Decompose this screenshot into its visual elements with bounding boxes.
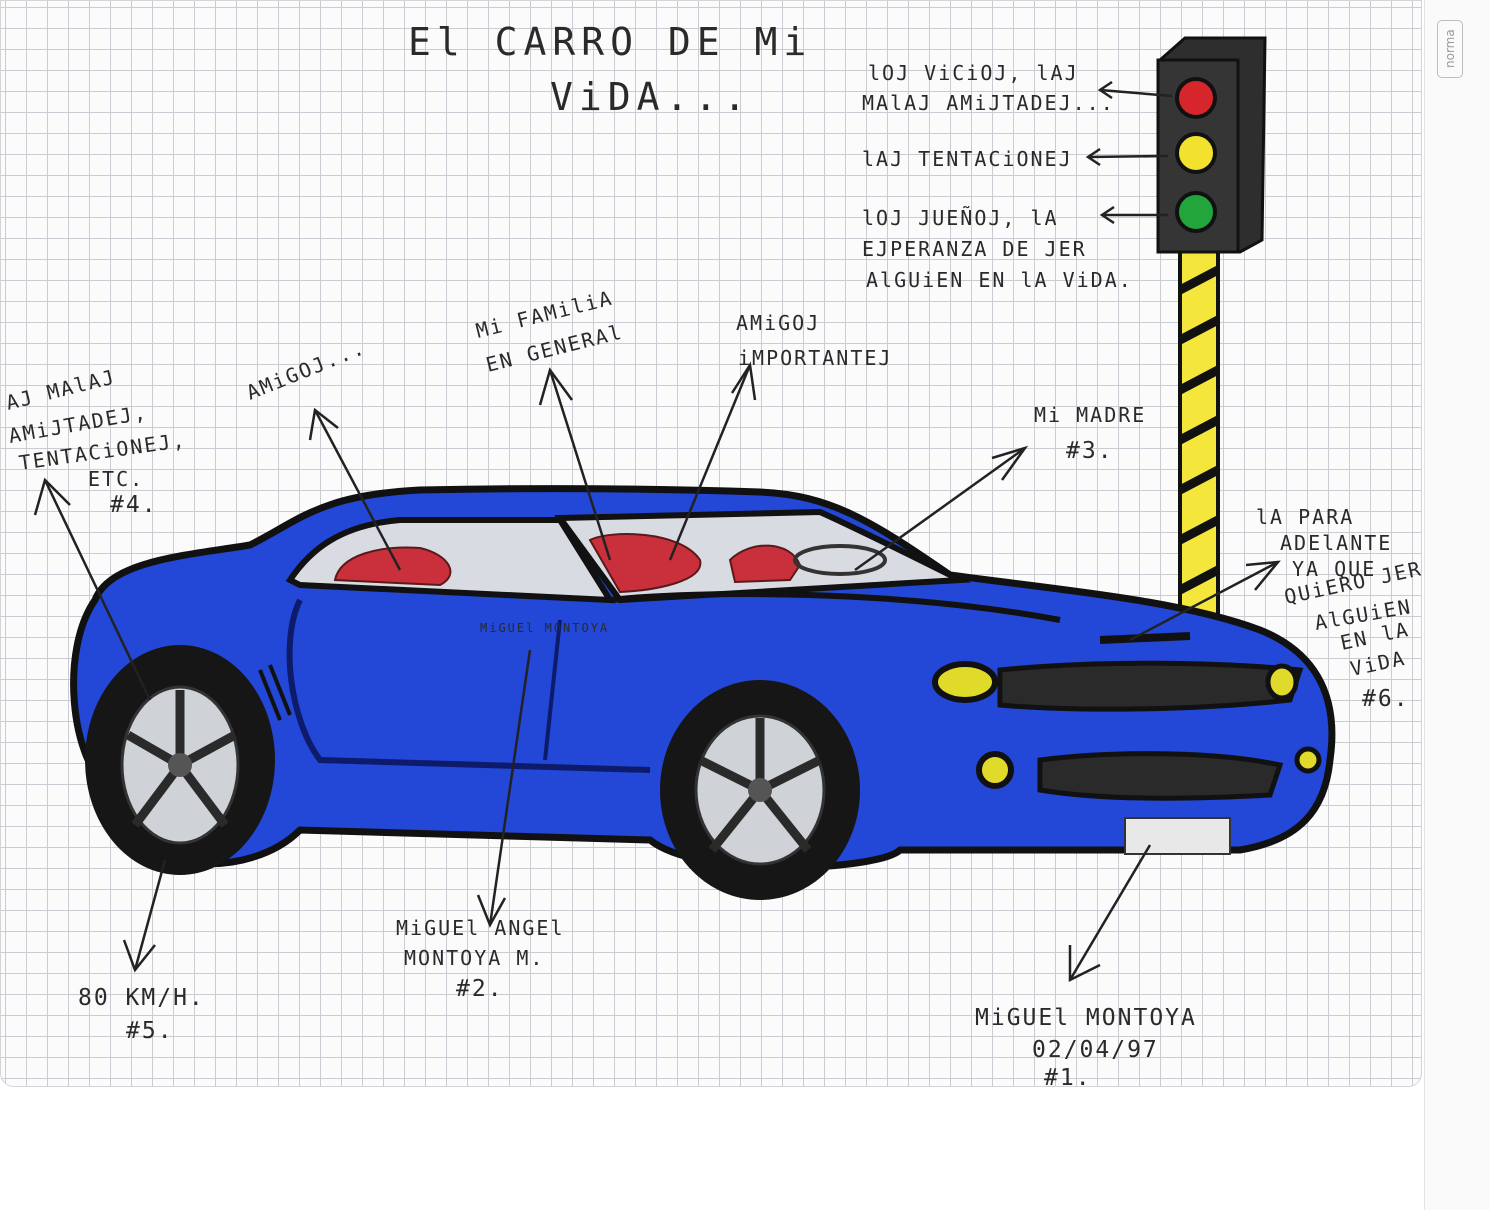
annotation-bad-friends: AJ MAlAJ AMiJTADEJ, TENTACiONEJ, ETC. #4…	[3, 364, 187, 518]
green-label-line-3: AlGUiEN EN lA ViDA.	[866, 268, 1133, 292]
lower-grille	[1037, 751, 1284, 801]
bad-friends-number: #4.	[110, 492, 158, 518]
annotation-driver: MiGUEl ANGEl MONTOYA M. #2.	[396, 916, 565, 1002]
driver-seat	[588, 533, 702, 594]
fog-light-left	[976, 751, 1014, 789]
speed-number: #5.	[126, 1018, 174, 1044]
green-label-line-2: EJPERANZA DE JER	[862, 237, 1087, 261]
red-light	[1175, 77, 1217, 119]
important-friends-line-1: AMiGOJ	[736, 311, 820, 335]
signature-number: #1.	[1044, 1065, 1092, 1091]
headlight-left	[932, 661, 998, 703]
annotation-mother: Mi MADRE #3.	[1034, 403, 1146, 464]
title-line-2: ViDA...	[550, 75, 752, 119]
yellow-label: lAJ TENTACiONEJ	[862, 147, 1073, 171]
forward-line-2: ADElANTE	[1280, 531, 1392, 555]
front-wheel	[660, 680, 860, 900]
mother-number: #3.	[1066, 438, 1114, 464]
forward-line-3: YA QUE	[1292, 557, 1376, 581]
annotation-signature: MiGUEl MONTOYA 02/04/97 #1.	[975, 1005, 1197, 1091]
forward-line-1: lA PARA	[1256, 505, 1354, 529]
forward-number: #6.	[1362, 686, 1410, 712]
traffic-light	[1156, 36, 1267, 622]
rear-wheel	[85, 645, 275, 875]
green-light	[1175, 191, 1217, 233]
green-label-line-1: lOJ JUEÑOJ, lA	[862, 206, 1059, 230]
red-label-line-1: lOJ ViCiOJ, lAJ	[868, 61, 1079, 85]
passenger-seat	[728, 544, 802, 584]
grille	[997, 660, 1304, 712]
signature-name: MiGUEl MONTOYA	[975, 1005, 1197, 1031]
driver-number: #2.	[456, 976, 504, 1002]
headlight-right	[1265, 663, 1299, 701]
important-friends-line-2: iMPORTANTEJ	[738, 346, 892, 370]
title-line-1: El CARRO DE Mi	[408, 20, 812, 64]
steering-wheel	[793, 544, 887, 576]
mother-line-1: Mi MADRE	[1034, 403, 1146, 427]
license-plate	[1124, 817, 1231, 855]
signature-date: 02/04/97	[1032, 1037, 1159, 1063]
driver-line-2: MONTOYA M.	[404, 946, 544, 970]
red-label-line-2: MAlAJ AMiJTADEJ...	[862, 91, 1115, 115]
hood-scoop	[1099, 632, 1191, 644]
rear-seat	[333, 546, 452, 587]
bad-friends-line-4: ETC.	[88, 467, 144, 491]
annotation-family: Mi FAMiliA EN GENERAl	[473, 286, 625, 377]
annotation-friends: AMiGOJ...	[243, 335, 369, 405]
annotation-arrows	[33, 361, 1281, 983]
annotation-important-friends: AMiGOJ iMPORTANTEJ	[736, 311, 892, 370]
page-edge	[1424, 0, 1490, 1210]
door-name: MiGUEl MONTOYA	[480, 621, 609, 635]
car: MiGUEl MONTOYA	[70, 485, 1336, 900]
driver-line-1: MiGUEl ANGEl	[396, 916, 565, 940]
fog-light-right	[1294, 746, 1322, 774]
yellow-light	[1175, 132, 1217, 174]
friends-label: AMiGOJ...	[243, 335, 369, 405]
annotation-speed: 80 KM/H. #5.	[78, 985, 205, 1044]
speed-line-1: 80 KM/H.	[78, 985, 205, 1011]
